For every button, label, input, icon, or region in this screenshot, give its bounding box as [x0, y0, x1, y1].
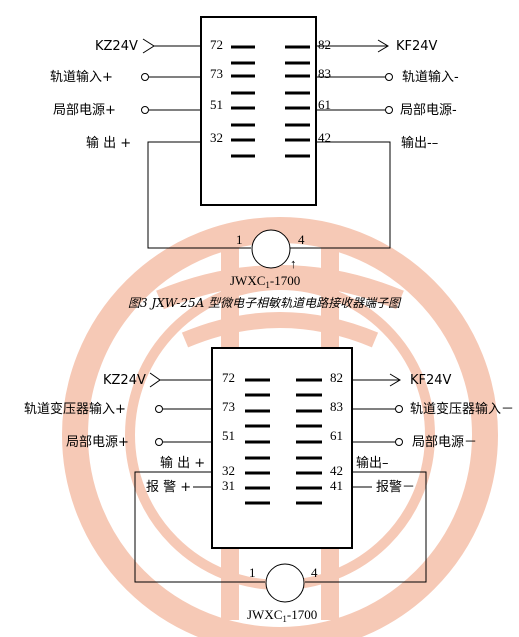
- output-wire-right: [305, 471, 427, 583]
- label-track-transformer-input-minus: 轨道变压器输入－: [410, 401, 514, 417]
- relay-label-1: JWXC1-1700: [230, 273, 300, 290]
- terminal-icon: [395, 438, 403, 446]
- pin-42: 42: [318, 130, 331, 145]
- terminal-icon: [155, 438, 163, 446]
- relay-pin-4: 4: [311, 565, 318, 580]
- relay-label-2: JWXC1-1700: [247, 607, 317, 624]
- pin-83: 83: [330, 399, 343, 414]
- pin-73: 73: [222, 399, 235, 414]
- terminal-icon: [141, 106, 149, 114]
- pin-72: 72: [210, 37, 223, 52]
- pin-82: 82: [330, 370, 343, 385]
- terminal-icon: [155, 405, 163, 413]
- label-alarm-plus: 报 警 +: [146, 479, 191, 495]
- pin-42: 42: [330, 463, 343, 478]
- arrow-in-icon: [142, 38, 155, 54]
- label-track-input-minus: 轨道输入-: [402, 69, 459, 85]
- pin-61: 61: [330, 428, 343, 443]
- relay-pin-1: 1: [236, 232, 243, 247]
- label-track-transformer-input-plus: 轨道变压器输入+: [24, 401, 126, 417]
- output-wire-right: [290, 141, 391, 249]
- diagram-1: 72 82 KZ24V KF24V 73 83 轨道输入+ 轨道输入- 51 6…: [50, 16, 459, 310]
- pin-41: 41: [330, 478, 343, 493]
- arrow-in-icon: [149, 372, 161, 388]
- arrow-out-icon: [377, 39, 389, 53]
- pin-51: 51: [210, 97, 223, 112]
- terminal-icon: [141, 73, 149, 81]
- relay-coil-1: [251, 229, 291, 269]
- label-output-plus: 输 出 +: [160, 455, 205, 471]
- label-local-power-plus: 局部电源+: [66, 435, 129, 450]
- receiver-box-2: [211, 347, 353, 549]
- pin-83: 83: [318, 66, 331, 81]
- terminal-icon: [395, 405, 403, 413]
- pin-31: 31: [222, 478, 235, 493]
- output-wire-left: [134, 471, 265, 583]
- label-local-power-plus: 局部电源+: [53, 103, 116, 118]
- pin-51: 51: [222, 428, 235, 443]
- label-track-input-plus: 轨道输入+: [50, 69, 113, 85]
- label-output-minus: 输出–: [356, 455, 389, 471]
- pin-82: 82: [318, 37, 331, 52]
- output-wire-left: [147, 141, 251, 249]
- label-kz24v: KZ24V: [95, 39, 138, 54]
- label-local-power-minus: 局部电源－: [412, 435, 477, 450]
- pin-73: 73: [210, 66, 223, 81]
- terminal-icon: [385, 73, 393, 81]
- label-kf24v: KF24V: [396, 39, 438, 54]
- figure-caption: 图3 JXW-25A 型微电子相敏轨道电路接收器端子图: [128, 296, 402, 310]
- diagram-2: 72 82 KZ24V KF24V 73 83 轨道变压器输入+ 轨道变压器输入…: [24, 347, 514, 624]
- label-output-minus: 输出-–: [401, 135, 438, 151]
- pin-72: 72: [222, 370, 235, 385]
- label-local-power-minus: 局部电源-: [400, 103, 457, 118]
- relay-pin-1: 1: [249, 565, 256, 580]
- arrow-out-icon: [389, 373, 401, 387]
- relay-pin-4: 4: [298, 232, 305, 247]
- pin-32: 32: [222, 463, 235, 478]
- pin-32: 32: [210, 130, 223, 145]
- label-alarm-minus: 报警－: [376, 479, 415, 495]
- label-output-plus: 输 出 +: [86, 135, 131, 151]
- label-kf24v: KF24V: [410, 373, 452, 388]
- relay-arrow-icon: ↑: [290, 256, 297, 271]
- label-kz24v: KZ24V: [103, 373, 146, 388]
- relay-coil-2: [265, 563, 305, 603]
- pin-61: 61: [318, 97, 331, 112]
- terminal-icon: [385, 106, 393, 114]
